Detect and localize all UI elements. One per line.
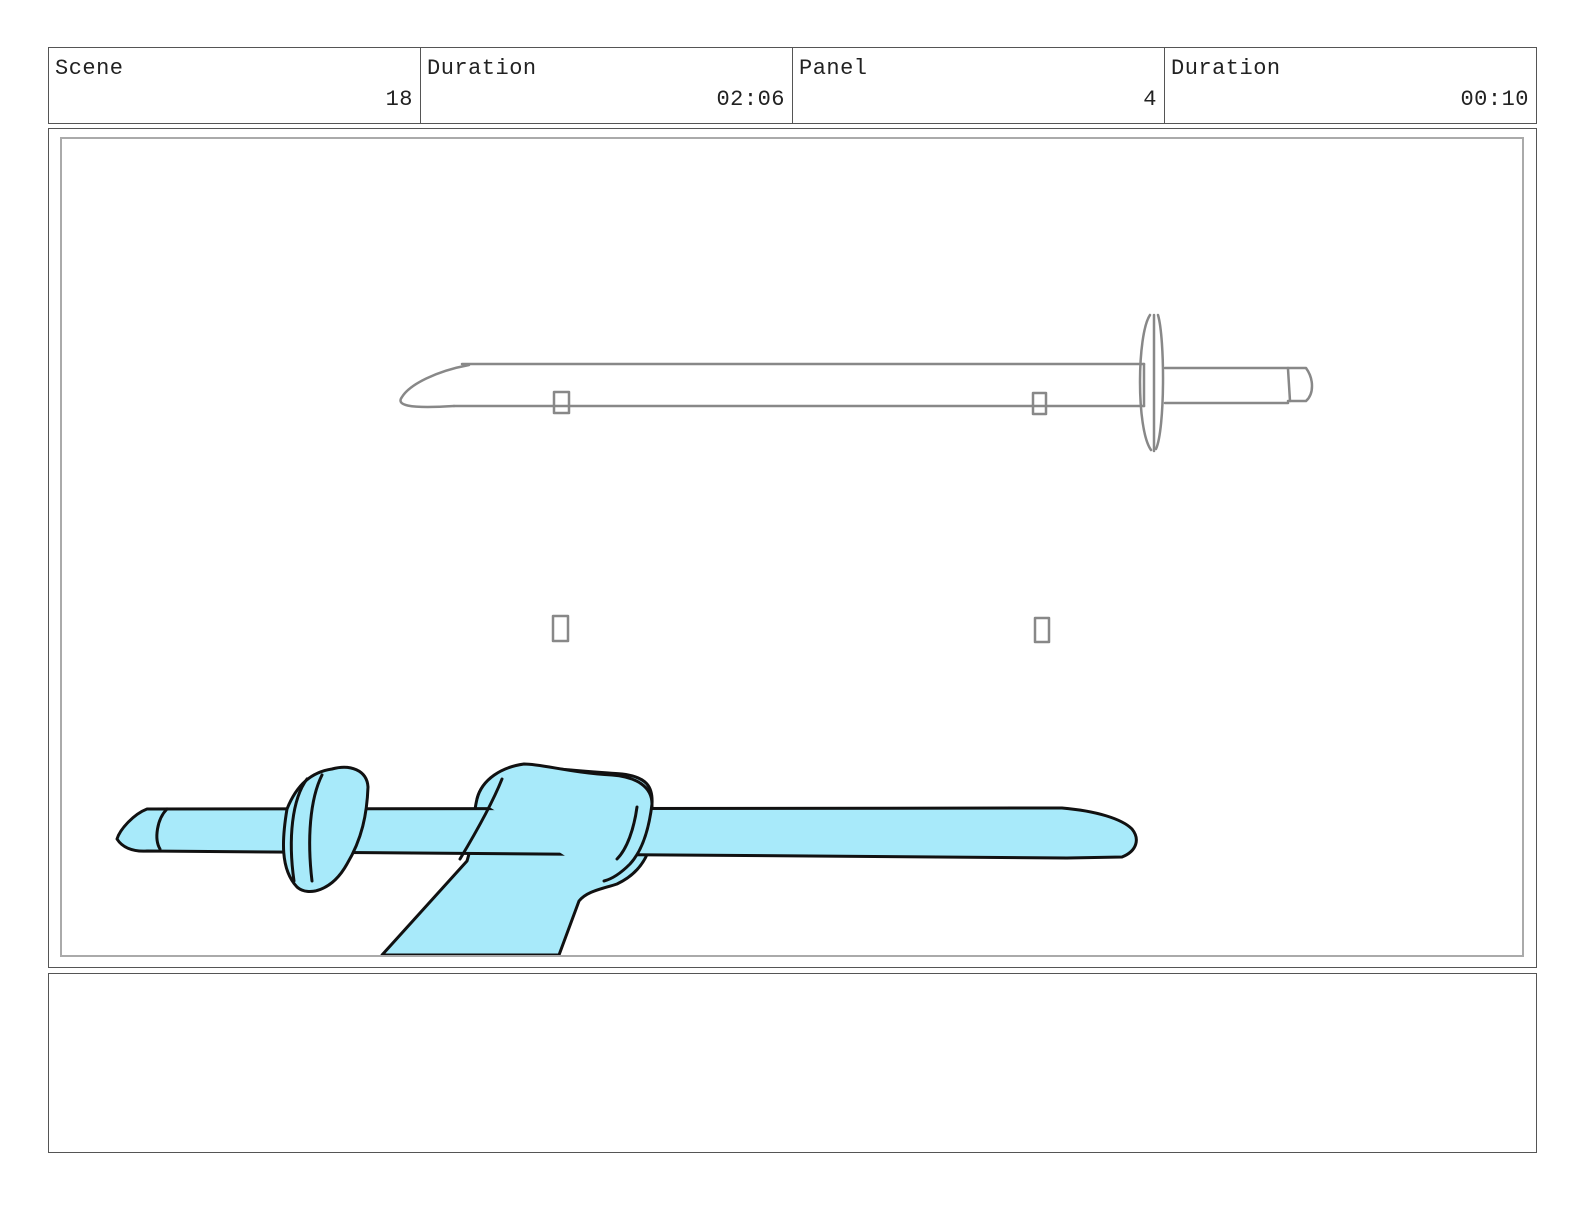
- scene-duration-value: 02:06: [716, 87, 785, 112]
- scene-cell: Scene 18: [49, 48, 421, 123]
- scene-duration-label: Duration: [427, 56, 537, 81]
- panel-notes-box[interactable]: [48, 973, 1537, 1153]
- panel-number: 4: [1143, 87, 1157, 112]
- panel-duration-value: 00:10: [1460, 87, 1529, 112]
- storyboard-header: Scene 18 Duration 02:06 Panel 4 Duration…: [48, 47, 1537, 124]
- panel-sketch: [115, 313, 1314, 955]
- scene-number: 18: [385, 87, 413, 112]
- scene-duration-cell: Duration 02:06: [421, 48, 793, 123]
- scene-label: Scene: [55, 56, 124, 81]
- hand-sword-sketch: [115, 762, 1138, 955]
- sketch-detail-lines: [155, 773, 639, 883]
- panel-duration-label: Duration: [1171, 56, 1281, 81]
- panel-frame: [48, 128, 1537, 968]
- panel-drawing-area: [60, 137, 1524, 957]
- sword-layout-sketch: [399, 313, 1314, 644]
- panel-duration-cell: Duration 00:10: [1165, 48, 1536, 123]
- panel-label: Panel: [799, 56, 868, 81]
- panel-cell: Panel 4: [793, 48, 1165, 123]
